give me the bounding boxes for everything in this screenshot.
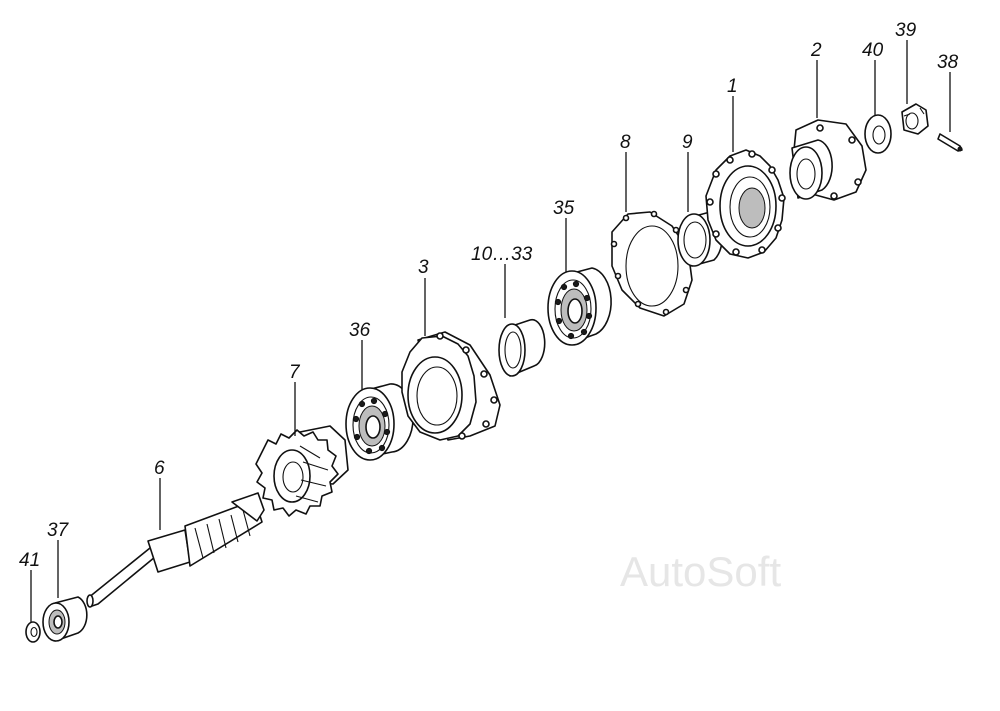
callout-39: 39 bbox=[895, 20, 917, 41]
callout-labels: 41 37 6 7 36 3 10…33 35 8 9 1 2 40 39 38 bbox=[19, 20, 959, 571]
part-1-bearing-cap bbox=[705, 149, 786, 259]
part-38-cotter-pin bbox=[937, 133, 963, 152]
callout-38: 38 bbox=[937, 52, 959, 73]
callout-8: 8 bbox=[620, 132, 631, 153]
callout-41: 41 bbox=[19, 550, 40, 571]
leader-lines bbox=[30, 40, 951, 622]
callout-3: 3 bbox=[418, 257, 429, 278]
part-7-bevel-gear bbox=[255, 425, 349, 517]
watermark: AutoSoft bbox=[620, 548, 781, 595]
callout-6: 6 bbox=[154, 458, 165, 479]
callout-7: 7 bbox=[289, 362, 301, 383]
callout-36: 36 bbox=[349, 320, 371, 341]
part-39-castle-nut bbox=[901, 103, 929, 135]
part-36-bearing bbox=[345, 383, 414, 461]
callout-37: 37 bbox=[47, 520, 70, 541]
part-41-nut bbox=[25, 621, 41, 643]
callout-35: 35 bbox=[553, 198, 575, 219]
part-35-bearing bbox=[547, 267, 612, 346]
part-37-bearing bbox=[42, 596, 88, 642]
part-2-flange bbox=[789, 119, 867, 201]
callout-40: 40 bbox=[862, 40, 884, 61]
callout-10-33: 10…33 bbox=[471, 244, 533, 265]
part-10-33-spacer-ring bbox=[498, 318, 546, 377]
part-40-washer bbox=[864, 114, 892, 154]
callout-9: 9 bbox=[682, 132, 693, 153]
callout-1: 1 bbox=[727, 76, 738, 97]
callout-2: 2 bbox=[810, 40, 822, 61]
part-6-shaft bbox=[86, 492, 265, 608]
part-3-housing bbox=[401, 331, 501, 441]
